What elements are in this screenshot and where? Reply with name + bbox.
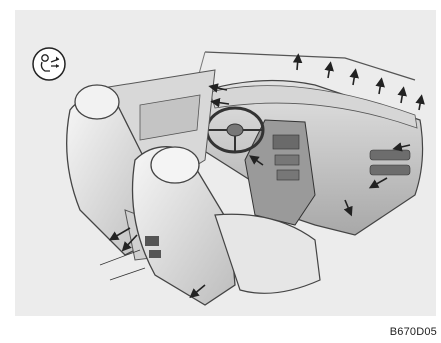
driver-headrest	[75, 85, 119, 119]
figure-code: B670D05	[390, 326, 437, 338]
passenger-headrest	[151, 147, 199, 183]
vent-face-airflow-icon	[33, 48, 65, 80]
car-interior-illustration	[15, 10, 436, 316]
